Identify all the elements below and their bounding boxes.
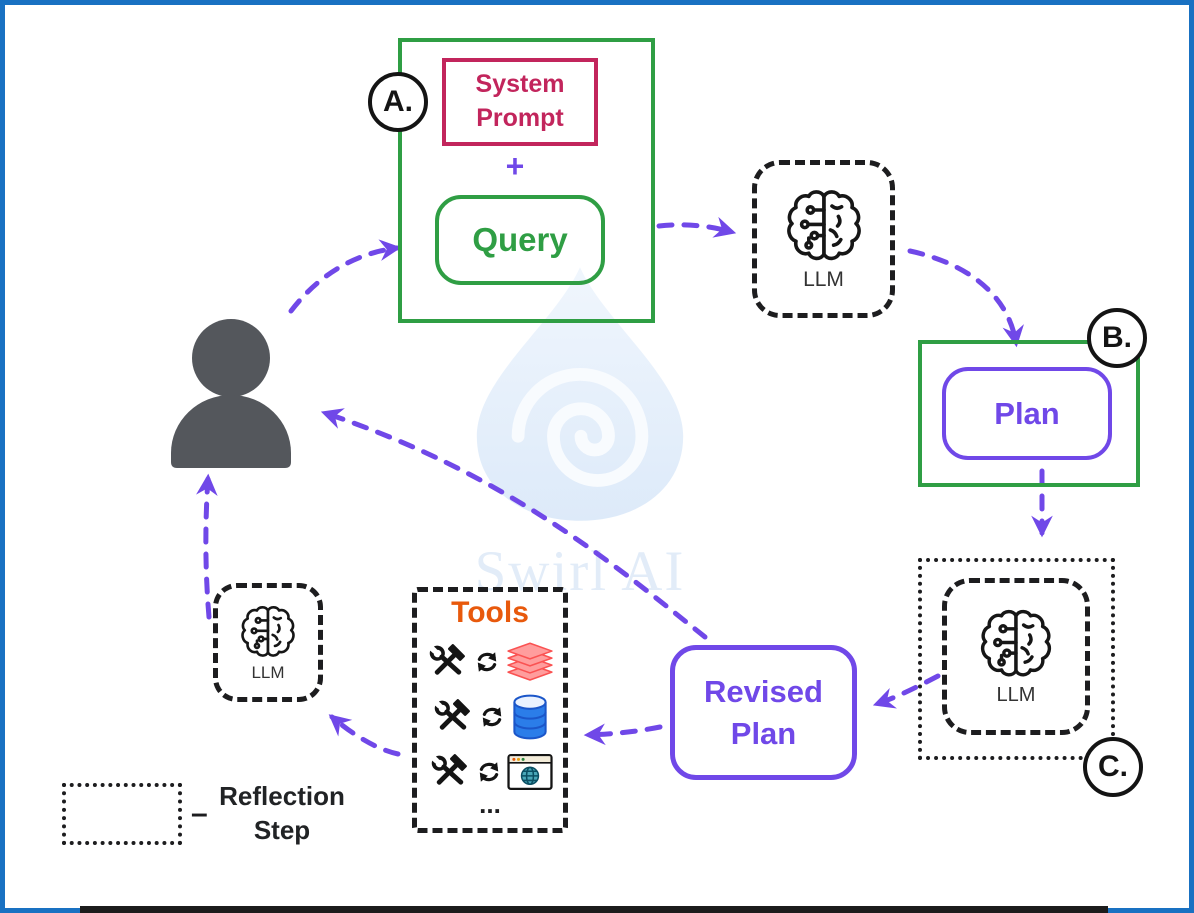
llm-top-box: LLM [752,160,895,318]
brain-icon [239,603,297,661]
layers-icon [505,640,555,684]
tools-ellipsis: ... [479,789,501,819]
llm-left-box: LLM [213,583,323,702]
step-a-label: A. [383,85,413,118]
tools-title: Tools [451,596,529,629]
query-label: Query [472,221,568,258]
llm-top-label: LLM [803,268,844,291]
step-a-badge: A. [368,72,428,132]
legend-reflection-swatch [62,783,182,845]
arrow-llm-to-plan [907,248,1024,348]
arrow-prompt-to-llm [656,216,737,238]
person-icon [171,319,291,468]
step-c-badge: C. [1083,737,1143,797]
tool-row-database [430,694,550,740]
system-prompt-box: System Prompt [442,58,598,146]
step-c-label: C. [1098,750,1128,783]
tool-row-layers [425,639,555,685]
hammer-wrench-icon [427,750,471,794]
database-icon [510,694,550,740]
tools-box: Tools ... [412,587,568,833]
llm-reflection-box: LLM [942,578,1090,735]
reflection-step-box [918,558,1115,760]
revised-plan-label: Revised Plan [704,673,823,751]
bottom-edge-bar [80,906,1108,913]
brain-icon [978,606,1054,682]
prompt-group-box [398,38,655,323]
hammer-wrench-icon [425,640,469,684]
llm-reflection-label: LLM [996,684,1036,706]
sync-arrows-icon [479,704,505,730]
arrow-tools-to-llm-left [328,714,401,757]
plan-group-box [918,340,1140,487]
legend-dash: – [191,797,208,830]
arrow-user-to-query [288,239,402,314]
web-browser-icon [507,753,553,791]
arrow-revised-plan-to-tools [583,723,663,746]
sync-arrows-icon [474,649,500,675]
legend-label: Reflection Step [219,781,345,845]
query-box: Query [435,195,605,285]
plan-box: Plan [942,367,1112,460]
step-b-label: B. [1102,321,1132,354]
plan-label: Plan [994,395,1060,431]
system-prompt-label: System Prompt [475,70,565,132]
arrow-llm-left-to-user [196,473,218,620]
revised-plan-box: Revised Plan [670,645,857,780]
hammer-wrench-icon [430,695,474,739]
plus-sign: + [505,148,525,184]
sync-arrows-icon [476,759,502,785]
step-b-badge: B. [1087,308,1147,368]
brain-icon [784,186,864,266]
llm-left-label: LLM [251,662,285,682]
